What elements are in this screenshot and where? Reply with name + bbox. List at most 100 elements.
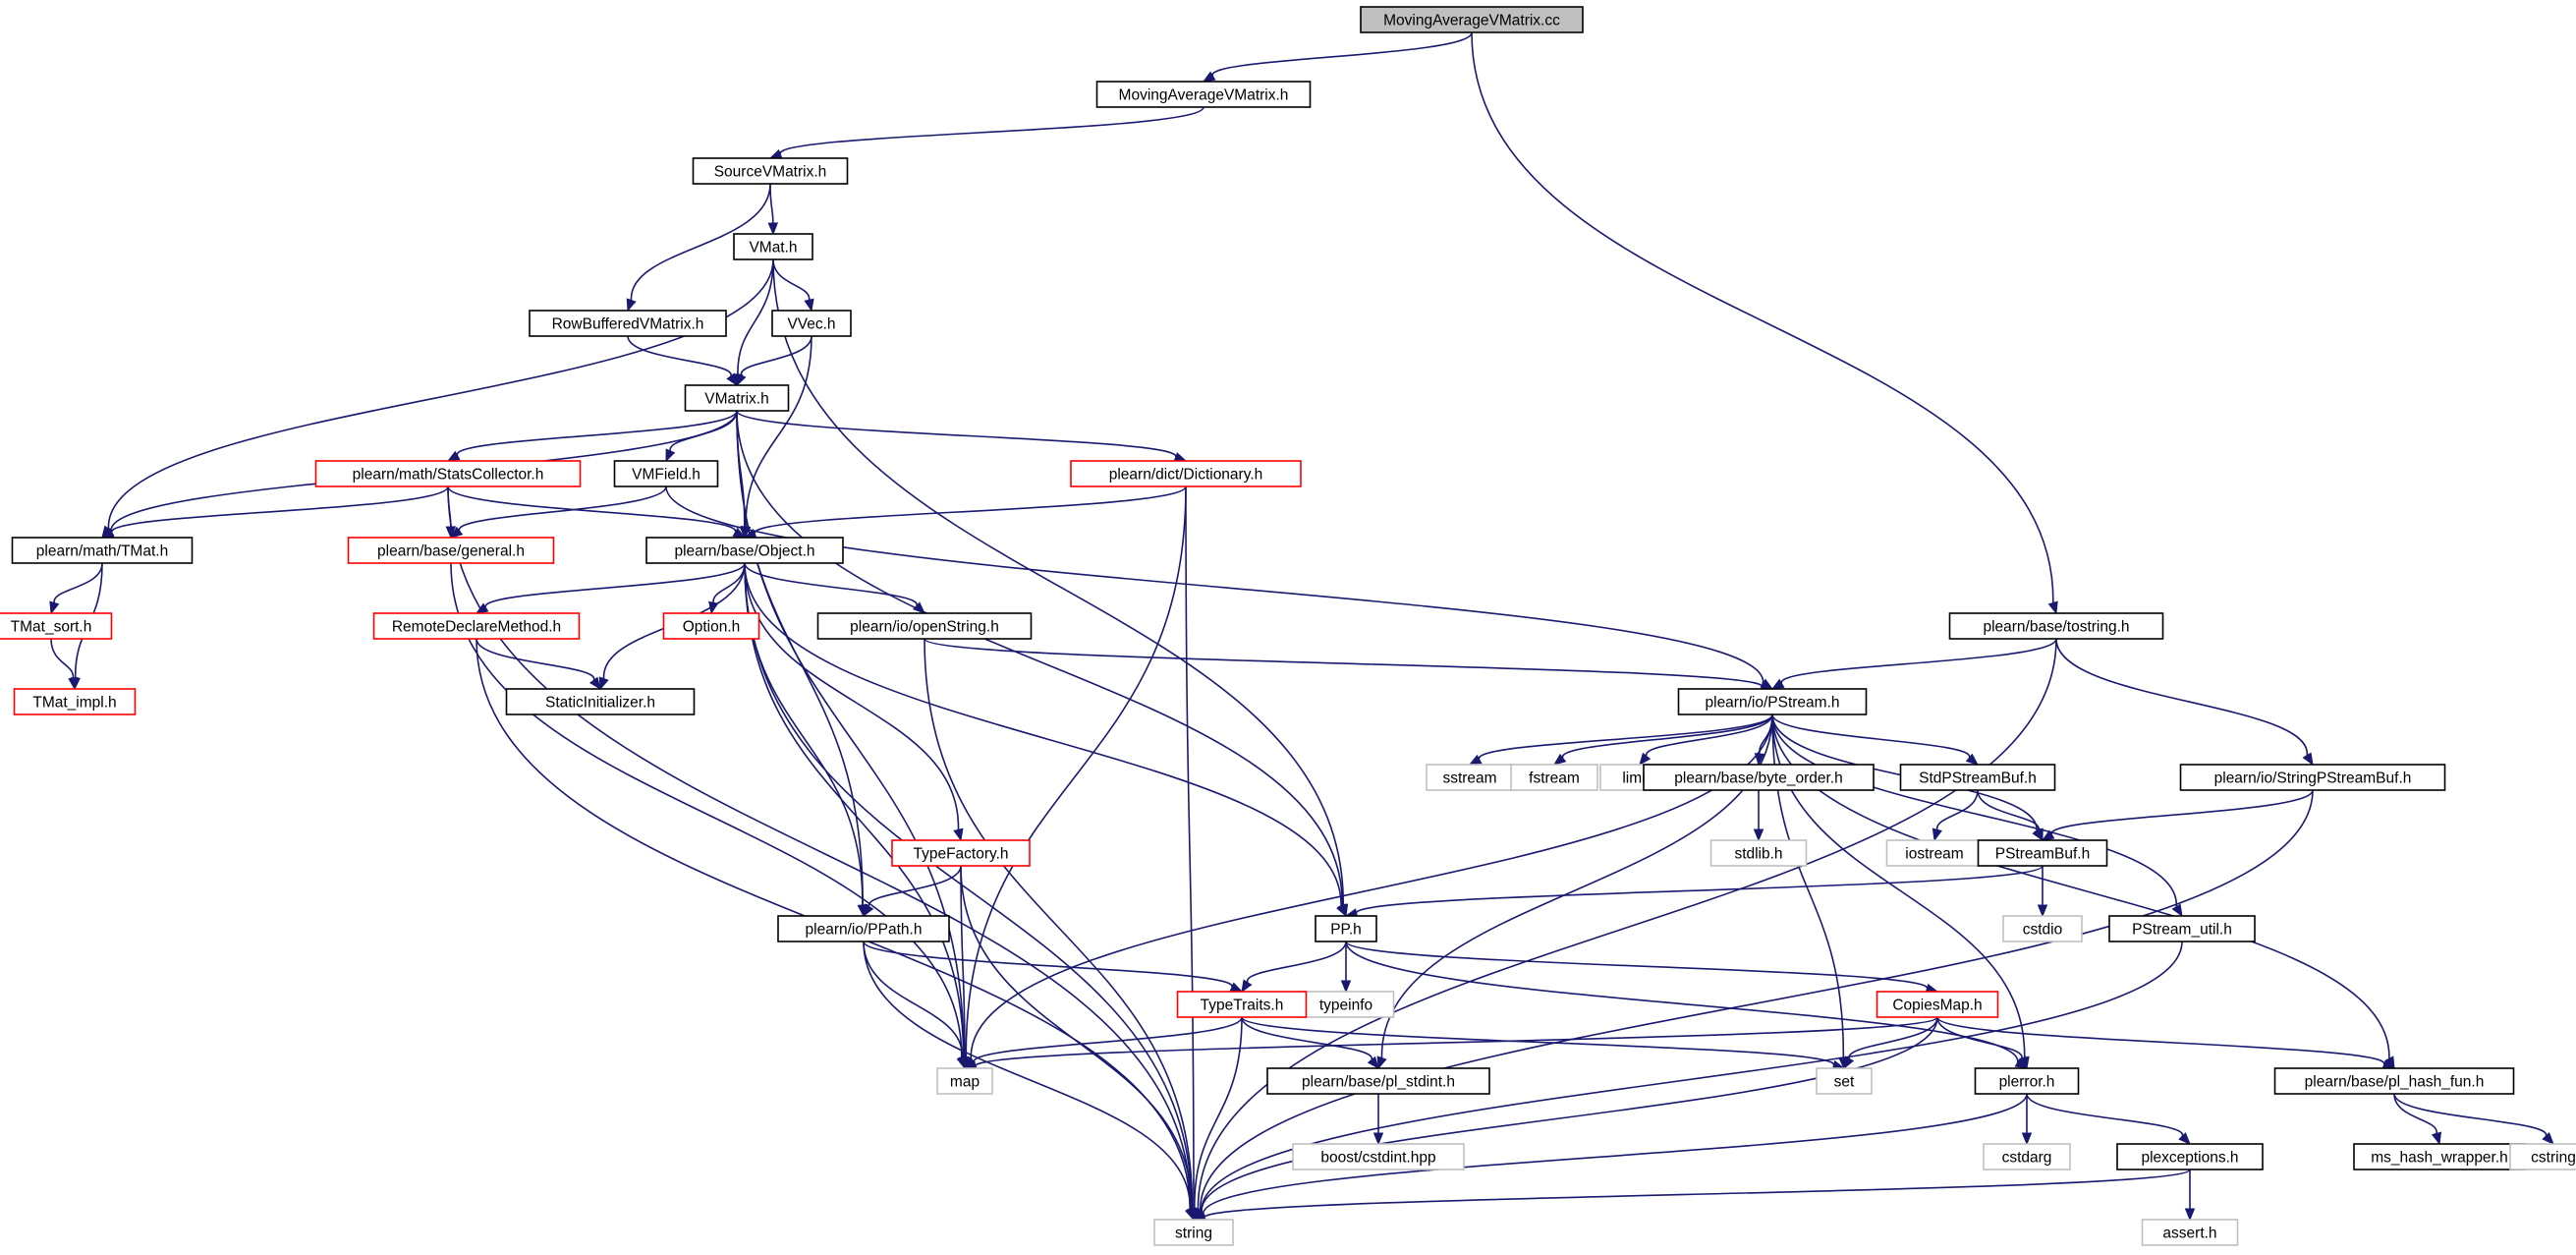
node-plexceptions-h[interactable]: plexceptions.h xyxy=(2116,1143,2264,1170)
node-string[interactable]: string xyxy=(1153,1219,1234,1246)
node-assert-h[interactable]: assert.h xyxy=(2141,1219,2239,1246)
node-box xyxy=(314,460,582,487)
node-stdlib-h[interactable]: stdlib.h xyxy=(1709,839,1808,867)
node-sstream[interactable]: sstream xyxy=(1426,764,1514,791)
edge-pstream-h-to-limits xyxy=(1639,713,1773,767)
node-fstream[interactable]: fstream xyxy=(1510,764,1598,791)
node-set[interactable]: set xyxy=(1816,1067,1873,1095)
edge-plexceptions-h-to-assert-h xyxy=(2184,1169,2196,1222)
node-label: plearn/base/pl_stdint.h xyxy=(1302,1074,1455,1091)
node-box xyxy=(1677,688,1868,715)
node-cstring[interactable]: cstring xyxy=(2509,1143,2576,1170)
edge-tostring-h-to-pstream-h xyxy=(1770,638,2057,690)
node-label: VVec.h xyxy=(787,316,835,333)
node-box xyxy=(2108,915,2256,942)
node-label: TypeFactory.h xyxy=(913,846,1008,863)
edge-copiesmap-h-to-map xyxy=(963,1016,1938,1072)
node-option-h[interactable]: Option.h xyxy=(662,612,760,640)
node-pp-h[interactable]: PP.h xyxy=(1315,915,1377,942)
node-iostream[interactable]: iostream xyxy=(1885,839,1984,867)
edge-stdpstreambuf-h-to-iostream xyxy=(1932,789,1979,842)
node-rowbufferedvmatrix-h[interactable]: RowBufferedVMatrix.h xyxy=(529,310,727,337)
edge-pstreambuf-h-to-cstdio xyxy=(2037,866,2048,918)
edge-pp-h-to-typetraits-h xyxy=(1241,941,1347,994)
node-movingaveragevmatrix-cc[interactable]: MovingAverageVMatrix.cc xyxy=(1360,6,1584,33)
node-label: TMat_sort.h xyxy=(11,619,92,636)
edge-tmat-h-to-tmat-sort-h xyxy=(49,562,103,615)
node-label: PStreamBuf.h xyxy=(1995,846,2091,863)
node-cstdarg[interactable]: cstdarg xyxy=(1983,1143,2071,1170)
node-copiesmap-h[interactable]: CopiesMap.h xyxy=(1876,991,1999,1018)
node-label: plexceptions.h xyxy=(2141,1150,2238,1167)
node-stdpstreambuf-h[interactable]: StdPStreamBuf.h xyxy=(1899,764,2056,791)
node-label: MovingAverageVMatrix.cc xyxy=(1383,13,1560,29)
node-plearn-io-ppath-h[interactable]: plearn/io/PPath.h xyxy=(777,915,950,942)
node-label: VMat.h xyxy=(749,240,797,257)
node-boost-cstdint-hpp[interactable]: boost/cstdint.hpp xyxy=(1292,1143,1465,1170)
edge-typetraits-h-to-set xyxy=(1241,1016,1846,1070)
node-label: set xyxy=(1834,1074,1855,1091)
node-plearn-base-general-h[interactable]: plearn/base/general.h xyxy=(347,537,555,564)
node-box xyxy=(347,537,555,564)
node-plearn-io-pstream-h[interactable]: plearn/io/PStream.h xyxy=(1677,688,1868,715)
node-box xyxy=(1176,991,1308,1018)
node-plearn-math-tmat-h[interactable]: plearn/math/TMat.h xyxy=(11,537,194,564)
node-pstream-util-h[interactable]: PStream_util.h xyxy=(2108,915,2256,942)
node-label: cstdio xyxy=(2023,922,2063,939)
node-plearn-io-openstring-h[interactable]: plearn/io/openString.h xyxy=(816,612,1033,640)
node-label: VMatrix.h xyxy=(704,391,768,408)
node-box xyxy=(1983,1143,2071,1170)
node-movingaveragevmatrix-h[interactable]: MovingAverageVMatrix.h xyxy=(1095,81,1312,108)
node-box xyxy=(1095,81,1312,108)
node-box xyxy=(1709,839,1808,867)
edge-plexceptions-h-to-string xyxy=(1192,1169,2191,1224)
node-plerror-h[interactable]: plerror.h xyxy=(1974,1067,2080,1095)
node-box xyxy=(733,233,813,260)
node-label: PP.h xyxy=(1330,922,1362,939)
node-plearn-base-pl-stdint-h[interactable]: plearn/base/pl_stdint.h xyxy=(1266,1067,1490,1095)
edge-vvec-h-to-vmatrix-h xyxy=(736,335,812,387)
node-ms-hash-wrapper-h[interactable]: ms_hash_wrapper.h xyxy=(2353,1143,2526,1170)
edge-stdpstreambuf-h-to-pstreambuf-h xyxy=(1977,789,2044,842)
edge-tmat-sort-h-to-tmat-impl-h xyxy=(50,638,79,691)
node-plearn-base-tostring-h[interactable]: plearn/base/tostring.h xyxy=(1948,612,2164,640)
node-tmat-impl-h[interactable]: TMat_impl.h xyxy=(13,688,137,715)
node-vmatrix-h[interactable]: VMatrix.h xyxy=(684,384,790,412)
node-map[interactable]: map xyxy=(936,1067,993,1095)
node-label: TMat_impl.h xyxy=(32,695,116,712)
edge-object-h-to-string xyxy=(744,562,1197,1222)
node-tmat-sort-h[interactable]: TMat_sort.h xyxy=(0,612,113,640)
edge-vmat-h-to-pp-h xyxy=(772,258,1349,918)
node-box xyxy=(1643,764,1875,791)
node-plearn-base-byte-order-h[interactable]: plearn/base/byte_order.h xyxy=(1643,764,1875,791)
node-vmat-h[interactable]: VMat.h xyxy=(733,233,813,260)
node-vvec-h[interactable]: VVec.h xyxy=(771,310,852,337)
node-pstreambuf-h[interactable]: PStreamBuf.h xyxy=(1977,839,2108,867)
node-box xyxy=(1266,1067,1490,1095)
node-plearn-dict-dictionary-h[interactable]: plearn/dict/Dictionary.h xyxy=(1070,460,1302,487)
node-label: StdPStreamBuf.h xyxy=(1919,770,2037,787)
node-typefactory-h[interactable]: TypeFactory.h xyxy=(891,839,1031,867)
node-label: iostream xyxy=(1905,846,1963,863)
edge-ppath-h-to-map xyxy=(863,941,968,1070)
node-typeinfo[interactable]: typeinfo xyxy=(1297,991,1395,1018)
node-label: plearn/base/tostring.h xyxy=(1983,619,2129,636)
node-plearn-base-pl-hash-fun-h[interactable]: plearn/base/pl_hash_fun.h xyxy=(2273,1067,2515,1095)
node-plearn-base-object-h[interactable]: plearn/base/Object.h xyxy=(645,537,844,564)
node-remotedeclaremethod-h[interactable]: RemoteDeclareMethod.h xyxy=(372,612,581,640)
node-box xyxy=(1977,839,2108,867)
node-box xyxy=(13,688,137,715)
node-plearn-io-stringpstreambuf-h[interactable]: plearn/io/StringPStreamBuf.h xyxy=(2179,764,2446,791)
node-label: sstream xyxy=(1442,770,1496,787)
node-plearn-math-statscollector-h[interactable]: plearn/math/StatsCollector.h xyxy=(314,460,582,487)
edge-pp-h-to-copiesmap-h xyxy=(1345,941,1939,994)
node-typetraits-h[interactable]: TypeTraits.h xyxy=(1176,991,1308,1018)
edge-remotedeclaremethod-h-to-staticinitializer-h xyxy=(476,638,601,691)
node-label: plearn/base/byte_order.h xyxy=(1674,770,1842,787)
node-vmfield-h[interactable]: VMField.h xyxy=(613,460,719,487)
node-sourcevmatrix-h[interactable]: SourceVMatrix.h xyxy=(692,157,849,185)
node-cstdio[interactable]: cstdio xyxy=(2002,915,2083,942)
edge-copiesmap-h-to-string xyxy=(1193,1016,1938,1221)
node-staticinitializer-h[interactable]: StaticInitializer.h xyxy=(505,688,696,715)
node-box xyxy=(1315,915,1377,942)
